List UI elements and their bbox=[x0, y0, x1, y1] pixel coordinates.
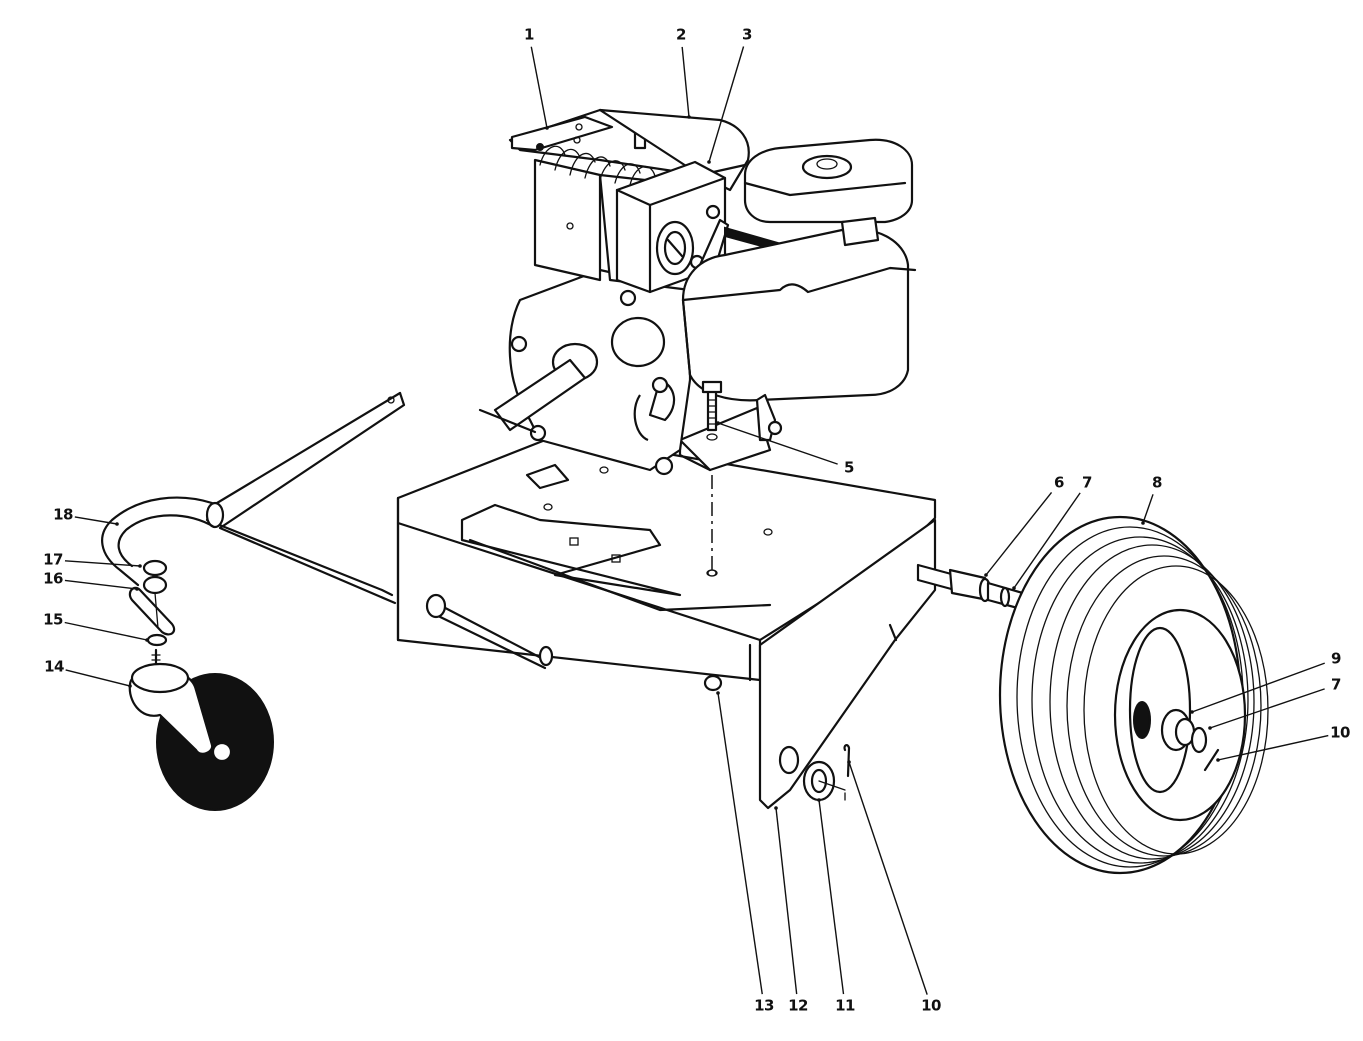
leader-c12 bbox=[775, 807, 798, 995]
caster-assembly bbox=[128, 559, 274, 811]
leader-c7b bbox=[1209, 688, 1325, 729]
engine bbox=[478, 108, 917, 476]
callout-7b: 7 bbox=[1331, 675, 1341, 694]
callout-10a: 10 bbox=[1330, 723, 1350, 742]
small-hardware bbox=[703, 674, 851, 802]
leader-c2 bbox=[681, 46, 690, 118]
callout-1: 1 bbox=[524, 25, 534, 44]
callout-11: 11 bbox=[835, 996, 855, 1015]
leader-c6 bbox=[985, 491, 1053, 576]
leader-c7a bbox=[1013, 492, 1081, 589]
leader-c5 bbox=[717, 422, 838, 465]
wheel bbox=[998, 515, 1269, 875]
leader-c1 bbox=[530, 46, 548, 129]
callout-9: 9 bbox=[1331, 649, 1341, 668]
callout-12: 12 bbox=[788, 996, 808, 1015]
callout-8: 8 bbox=[1152, 473, 1162, 492]
leader-c16 bbox=[64, 579, 138, 590]
callout-2: 2 bbox=[676, 25, 686, 44]
callout-16: 16 bbox=[43, 569, 63, 588]
leader-c18 bbox=[74, 516, 118, 525]
leader-c10a bbox=[1217, 734, 1329, 761]
callout-15: 15 bbox=[43, 610, 63, 629]
callout-10b: 10 bbox=[921, 996, 941, 1015]
leader-c10b bbox=[848, 761, 928, 995]
leader-c9 bbox=[1191, 662, 1325, 713]
callout-14: 14 bbox=[44, 657, 64, 676]
leader-c3 bbox=[708, 46, 745, 163]
leader-c15 bbox=[64, 621, 148, 641]
engine-base bbox=[678, 406, 772, 472]
leader-c11 bbox=[818, 799, 845, 995]
callout-3: 3 bbox=[742, 25, 752, 44]
leader-lines bbox=[64, 46, 1329, 995]
callout-5: 5 bbox=[844, 458, 854, 477]
callout-17: 17 bbox=[43, 550, 63, 569]
leader-c17 bbox=[64, 560, 141, 567]
callout-6: 6 bbox=[1054, 473, 1064, 492]
tow-handle bbox=[101, 391, 406, 605]
leader-c13 bbox=[717, 692, 763, 995]
leader-c14 bbox=[65, 669, 131, 687]
callout-13: 13 bbox=[754, 996, 774, 1015]
leader-c8 bbox=[1142, 494, 1154, 524]
callout-7a: 7 bbox=[1082, 473, 1092, 492]
frame-deck bbox=[396, 433, 937, 810]
callout-18: 18 bbox=[53, 505, 73, 524]
